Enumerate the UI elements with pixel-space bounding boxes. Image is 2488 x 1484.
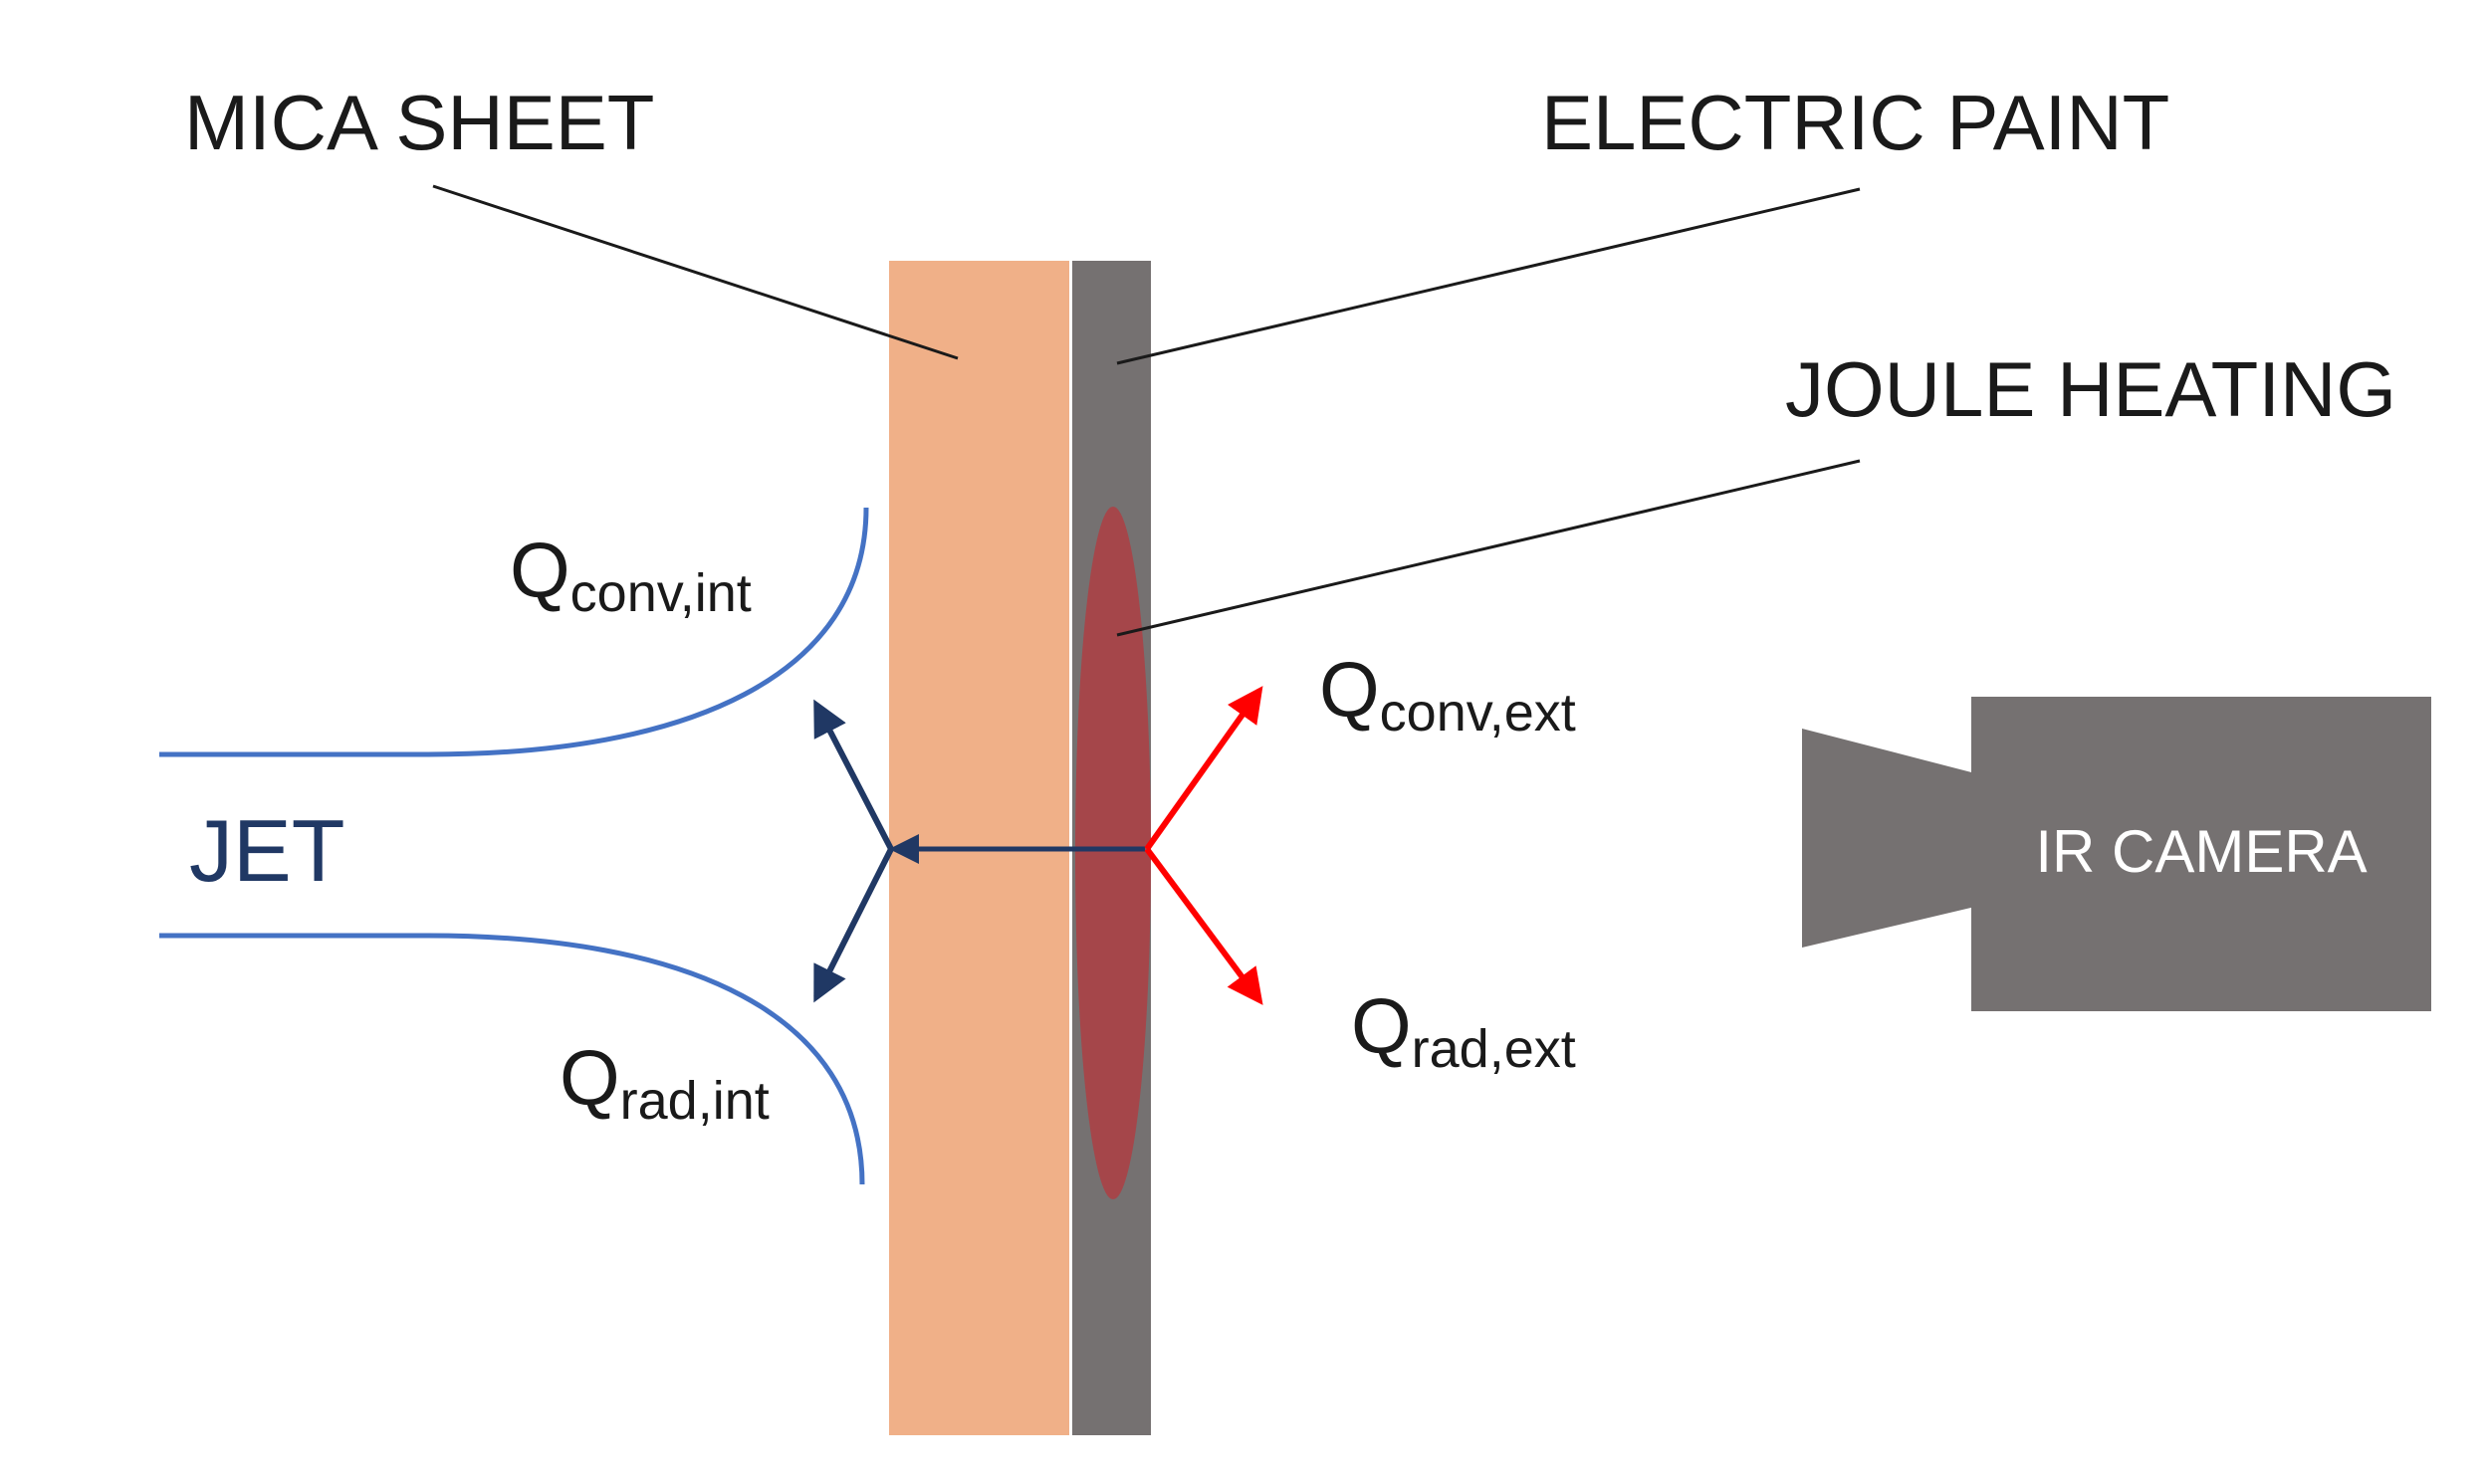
ir-camera-body	[1971, 697, 2431, 1011]
joule-heating-region	[1075, 507, 1151, 1199]
jet-upper-boundary	[159, 507, 869, 757]
q-rad-ext-sub: rad,ext	[1412, 1019, 1576, 1079]
joule-callout-line	[1116, 459, 1861, 637]
electric-paint-label: ELECTRIC PAINT	[1541, 79, 2169, 166]
ir-camera: IR CAMERA	[1802, 697, 2431, 1011]
paint-callout-line	[1116, 187, 1861, 365]
rad-ext-arrow	[1144, 847, 1263, 1005]
conv-ext-arrow	[1144, 686, 1263, 851]
q-conv-int-sub: conv,int	[570, 563, 752, 623]
jet-lower-boundary	[159, 933, 865, 1185]
q-rad-ext-label: Qrad,ext	[1351, 982, 1576, 1079]
q-conv-int-main: Q	[510, 527, 570, 614]
mica-sheet-label: MICA SHEET	[184, 79, 654, 166]
rad-int-arrow	[813, 847, 894, 1003]
q-rad-int-label: Qrad,int	[560, 1034, 770, 1131]
ir-camera-label: IR CAMERA	[2035, 818, 2367, 885]
q-conv-ext-label: Qconv,ext	[1319, 646, 1576, 742]
joule-heating-label: JOULE HEATING	[1785, 345, 2396, 433]
q-conv-int-label: Qconv,int	[510, 527, 752, 623]
q-conv-ext-sub: conv,ext	[1380, 683, 1576, 742]
conv-int-arrow	[813, 699, 894, 851]
mica-callout-line	[432, 184, 959, 360]
q-rad-int-sub: rad,int	[620, 1071, 770, 1131]
jet-label: JET	[189, 801, 344, 900]
q-rad-ext-main: Q	[1351, 982, 1412, 1070]
q-rad-int-main: Q	[560, 1034, 620, 1122]
q-conv-ext-main: Q	[1319, 646, 1380, 734]
ir-camera-lens	[1802, 729, 1979, 948]
